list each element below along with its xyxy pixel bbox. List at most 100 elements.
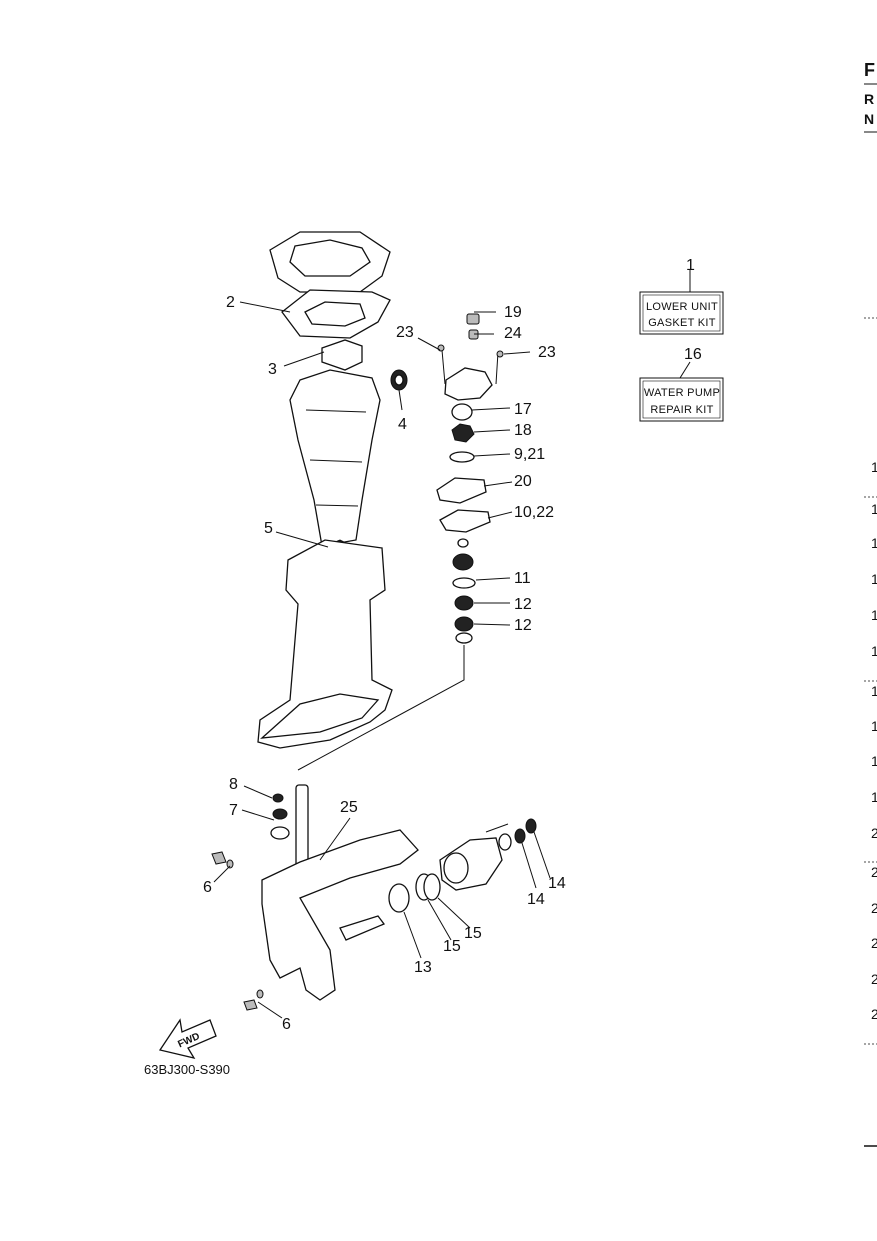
leader-lines: [213, 270, 691, 1019]
kit-1-line2: GASKET KIT: [648, 317, 716, 329]
callout-6-bottom: 6: [282, 1016, 291, 1033]
edge-digit-1: 1: [871, 459, 877, 475]
anti-ventilation-plate: [260, 693, 380, 739]
oil-seal-14b: [525, 818, 537, 834]
callout-6-top: 6: [203, 879, 212, 896]
plug-screw-top-washer: [226, 859, 234, 869]
impeller: [451, 423, 475, 443]
bearing-o-ring-2: [423, 873, 441, 901]
callout-7: 7: [229, 802, 238, 819]
pump-bolt-19: [466, 313, 480, 325]
edge-digit-5: 1: [871, 607, 877, 623]
bolt-23-left: [441, 349, 446, 385]
oil-seal-lower: [454, 616, 474, 632]
oil-seal-housing: [452, 553, 474, 571]
upper-casing-group: [257, 231, 408, 749]
edge-digit-10: 1: [871, 789, 877, 805]
callout-23-right: 23: [538, 344, 556, 361]
figure-code: 63BJ300-S390: [144, 1062, 230, 1077]
edge-digit-12: 2: [871, 864, 877, 880]
callout-18: 18: [514, 422, 532, 439]
callout-15-right: 15: [464, 925, 482, 942]
kit-16-line1: WATER PUMP: [644, 387, 720, 399]
small-bearing: [498, 833, 512, 851]
gasket-plate-hole: [304, 301, 366, 327]
callout-3: 3: [268, 361, 277, 378]
small-spacer: [457, 538, 469, 548]
callout-15-left: 15: [443, 938, 461, 955]
bolt-23-right: [495, 351, 499, 385]
callout-5: 5: [264, 520, 273, 537]
kit-1-line1: LOWER UNIT: [646, 301, 718, 313]
edge-digit-9: 1: [871, 753, 877, 769]
callout-19: 19: [504, 304, 522, 321]
o-ring-7: [270, 826, 290, 840]
callout-labels: 1 2 3 4 5 19 24 23 23 17 18 9,21 20 10,2…: [203, 257, 702, 1033]
callout-25: 25: [340, 799, 358, 816]
grommet-7: [272, 808, 288, 820]
gearcase-o-ring: [388, 883, 410, 913]
callout-4: 4: [398, 416, 407, 433]
plug-screw-bottom-washer: [256, 989, 264, 999]
outer-plate-cartridge: [436, 477, 487, 504]
oil-seal-upper: [454, 595, 474, 611]
seal-o-ring: [452, 577, 476, 589]
callout-12-lower: 12: [514, 617, 532, 634]
pump-housing: [444, 367, 493, 401]
callout-12-upper: 12: [514, 596, 532, 613]
edge-digit-16: 2: [871, 1006, 877, 1022]
bolt-23-left-head: [437, 344, 445, 352]
plug-screw-bottom: [243, 999, 258, 1011]
shaft-connector-line: [297, 645, 465, 771]
water-pump-group: [297, 313, 504, 771]
edge-digit-11: 2: [871, 825, 877, 841]
housing-bolt: [485, 823, 509, 833]
callout-14-right: 14: [548, 875, 566, 892]
water-tube-guide: [321, 339, 363, 371]
right-edge-strip: F R N 1 1 1 1 1 1 1 1 1 1 2 2 2 2 2 2: [864, 60, 877, 1147]
edge-letter-r: R: [864, 91, 874, 107]
callout-23-left: 23: [396, 324, 414, 341]
edge-digit-15: 2: [871, 971, 877, 987]
fwd-arrow: FWD: [158, 1018, 217, 1059]
callout-2: 2: [226, 294, 235, 311]
callout-16: 16: [684, 346, 702, 363]
upper-casing: [289, 369, 381, 547]
grommet-center: [394, 374, 404, 386]
thrust-washer: [455, 632, 473, 644]
callout-17: 17: [514, 401, 532, 418]
callout-14-left: 14: [527, 891, 545, 908]
edge-digit-14: 2: [871, 935, 877, 951]
callout-9-21: 9,21: [514, 446, 545, 463]
callout-20: 20: [514, 473, 532, 490]
edge-letter-n: N: [864, 111, 874, 127]
edge-letter-f: F: [864, 60, 875, 80]
edge-digit-13: 2: [871, 900, 877, 916]
water-pump-repair-kit-box: WATER PUMP REPAIR KIT: [639, 377, 724, 422]
pump-o-ring: [449, 451, 475, 463]
pump-gasket: [439, 509, 491, 533]
top-mount-plate-detail: [289, 239, 371, 277]
callout-11: 11: [514, 570, 531, 587]
plug-8: [272, 793, 284, 803]
edge-digit-2: 1: [871, 501, 877, 517]
lower-unit-group: [211, 784, 537, 1011]
plug-screw-top: [211, 851, 227, 865]
edge-digit-3: 1: [871, 535, 877, 551]
edge-digit-4: 1: [871, 571, 877, 587]
oil-seal-14a: [514, 828, 526, 844]
housing-bore: [443, 852, 469, 884]
callout-1: 1: [686, 257, 695, 274]
bolt-23-right-head: [496, 350, 504, 358]
kit-16-line2: REPAIR KIT: [650, 404, 713, 416]
lower-unit-gasket-kit-box: LOWER UNIT GASKET KIT: [639, 291, 724, 335]
pump-insert: [451, 403, 473, 421]
callout-24: 24: [504, 325, 522, 342]
callout-8: 8: [229, 776, 238, 793]
edge-digit-6: 1: [871, 643, 877, 659]
callout-13: 13: [414, 959, 432, 976]
propeller-shaft: [339, 915, 386, 941]
drive-shaft-housing: [257, 539, 393, 749]
edge-digit-8: 1: [871, 718, 877, 734]
